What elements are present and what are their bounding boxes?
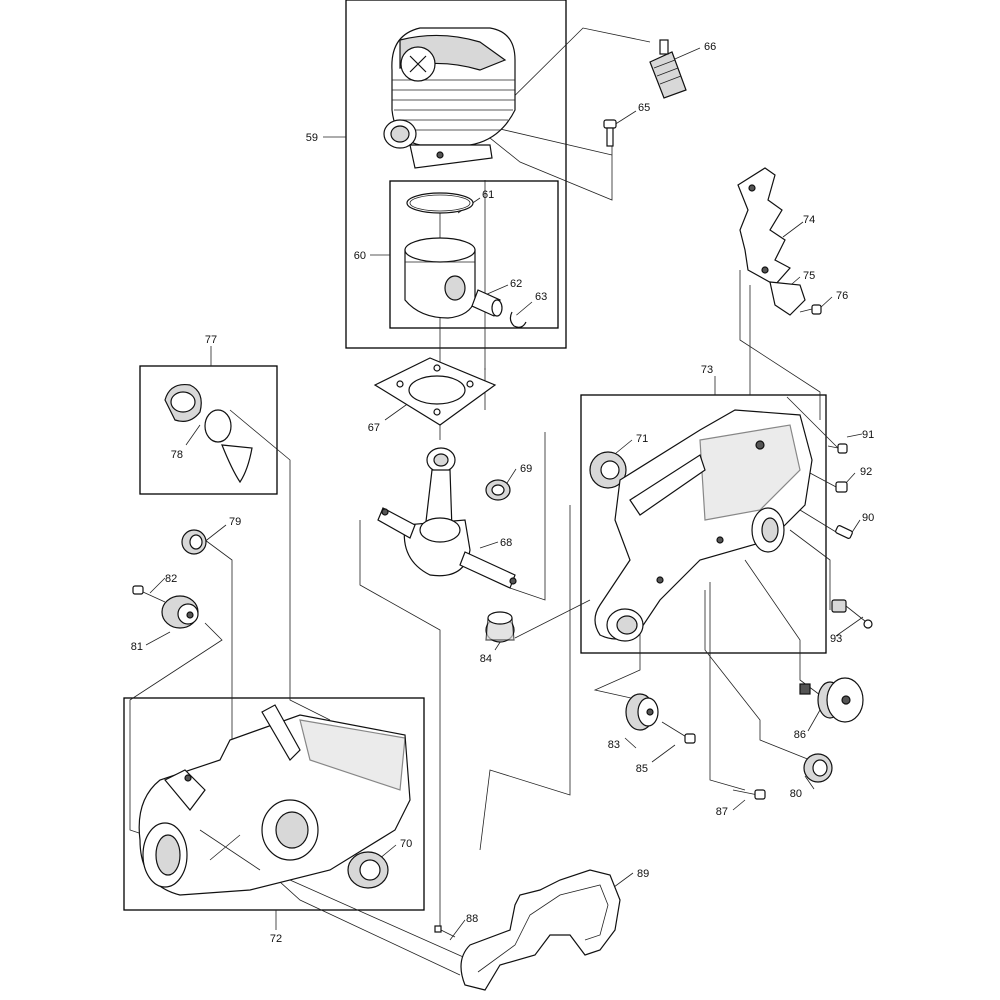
- cylinder-group-box: [345, 0, 567, 349]
- cylinder-gasket: [373, 357, 497, 426]
- piston-ring: [406, 192, 474, 214]
- screw-82: [132, 585, 166, 603]
- oil-cap: [164, 383, 202, 422]
- label-66: 66: [704, 41, 716, 53]
- crankcase-left: [138, 704, 411, 896]
- oil-cap-strap: [221, 444, 253, 484]
- label-82: 82: [165, 573, 177, 585]
- label-80: 80: [790, 788, 802, 800]
- label-65: 65: [638, 102, 650, 114]
- crankcase-gasket-89: [460, 869, 621, 991]
- piston-group-box: [389, 180, 559, 329]
- label-78: 78: [171, 449, 183, 461]
- label-90: 90: [862, 512, 874, 524]
- oil-pump-81: [161, 595, 199, 629]
- circlip: [509, 311, 527, 328]
- label-68: 68: [500, 537, 512, 549]
- chain-catcher-74: [737, 167, 791, 286]
- pin-90: [835, 525, 853, 539]
- label-60: 60: [354, 250, 366, 262]
- crankcase-left-box: [123, 697, 425, 911]
- oil-seal-79: [181, 529, 207, 555]
- screw-91: [827, 443, 848, 454]
- needle-bearing: [485, 479, 511, 501]
- oil-pump-cover-86: [799, 677, 864, 723]
- label-91: 91: [862, 429, 874, 441]
- oil-seal-80: [803, 753, 833, 783]
- stud-93: [831, 599, 873, 629]
- label-87: 87: [716, 806, 728, 818]
- label-62: 62: [510, 278, 522, 290]
- label-77: 77: [205, 334, 217, 346]
- label-70: 70: [400, 838, 412, 850]
- oil-cap-group-box: [139, 365, 278, 495]
- plate-75: [769, 281, 806, 316]
- label-75: 75: [803, 270, 815, 282]
- crankcase-right-box: [580, 394, 827, 654]
- label-72: 72: [270, 933, 282, 945]
- screw-76: [799, 304, 822, 315]
- label-59: 59: [306, 132, 318, 144]
- o-ring-78: [204, 409, 232, 443]
- nut-92: [835, 481, 848, 493]
- bearing-84: [485, 611, 515, 643]
- label-67: 67: [368, 422, 380, 434]
- screw-87: [732, 789, 766, 800]
- crankshaft: [377, 447, 517, 589]
- label-81: 81: [131, 641, 143, 653]
- label-86: 86: [794, 729, 806, 741]
- label-69: 69: [520, 463, 532, 475]
- decompression-valve: [649, 39, 687, 99]
- piston-pin: [471, 289, 503, 317]
- screw-65: [603, 119, 617, 147]
- crankcase-right: [594, 409, 813, 642]
- label-85: 85: [636, 763, 648, 775]
- label-61: 61: [482, 189, 494, 201]
- label-89: 89: [637, 868, 649, 880]
- label-79: 79: [229, 516, 241, 528]
- bearing-70: [347, 851, 389, 889]
- bearing-71: [589, 451, 627, 489]
- label-83: 83: [608, 739, 620, 751]
- bushing-83: [625, 693, 659, 731]
- label-73: 73: [701, 364, 713, 376]
- screw-85: [661, 721, 696, 744]
- label-74: 74: [803, 214, 815, 226]
- label-76: 76: [836, 290, 848, 302]
- label-84: 84: [480, 653, 492, 665]
- label-63: 63: [535, 291, 547, 303]
- piston: [404, 237, 476, 319]
- cylinder: [383, 27, 516, 169]
- label-71: 71: [636, 433, 648, 445]
- label-93: 93: [830, 633, 842, 645]
- label-88: 88: [466, 913, 478, 925]
- pin-88: [434, 925, 456, 938]
- label-92: 92: [860, 466, 872, 478]
